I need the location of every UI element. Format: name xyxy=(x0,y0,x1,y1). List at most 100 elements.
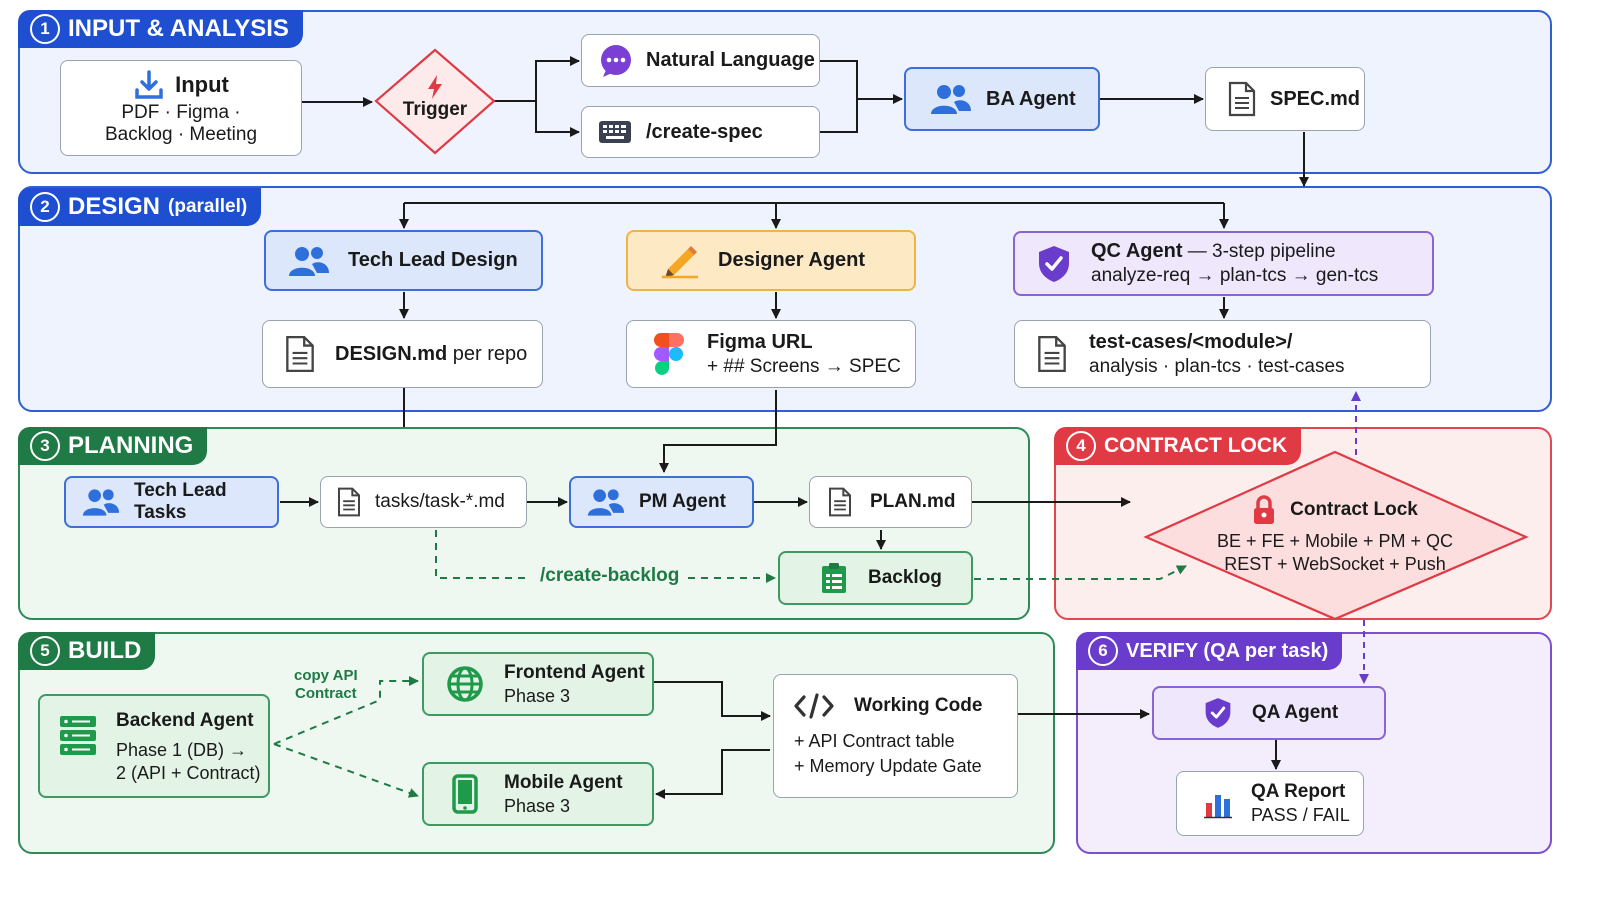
frontend-agent-node[interactable]: Frontend Agent Phase 3 xyxy=(422,652,654,716)
test-cases-title: test-cases/<module>/ xyxy=(1089,330,1293,353)
pm-agent-label: PM Agent xyxy=(639,491,726,512)
lightning-icon xyxy=(426,75,444,99)
qa-agent-label: QA Agent xyxy=(1252,702,1339,723)
section-number: 5 xyxy=(30,636,60,666)
create-backlog-label: /create-backlog xyxy=(540,565,680,586)
clipboard-list-icon xyxy=(820,562,848,594)
spec-md-node[interactable]: SPEC.md xyxy=(1205,67,1365,131)
qc-agent-pipeline: analyze-req → plan-tcs → gen-tcs xyxy=(1091,265,1379,286)
contract-lock-line-1: BE + FE + Mobile + PM + QC xyxy=(1216,531,1454,551)
tasks-md-node[interactable]: tasks/task-*.md xyxy=(320,476,527,528)
contract-lock-node[interactable]: Contract Lock BE + FE + Mobile + PM + QC… xyxy=(1190,490,1480,580)
section-title: INPUT & ANALYSIS xyxy=(68,15,289,42)
shield-check-icon xyxy=(1037,245,1071,283)
backend-agent-phase-1: Phase 1 (DB) → xyxy=(116,740,248,760)
frontend-agent-title: Frontend Agent xyxy=(504,661,645,683)
arrow-trigger-createspec xyxy=(535,101,580,137)
section-title: DESIGN xyxy=(68,193,161,220)
backlog-label: Backlog xyxy=(868,567,942,588)
bar-chart-icon xyxy=(1203,789,1233,819)
arrow-figma-pm xyxy=(659,390,777,473)
lock-icon xyxy=(1252,495,1276,525)
mobile-agent-node[interactable]: Mobile Agent Phase 3 xyxy=(422,762,654,826)
qa-report-title: QA Report xyxy=(1251,781,1346,802)
pm-agent-node[interactable]: PM Agent xyxy=(569,476,754,528)
section-title-build: 5 BUILD xyxy=(18,632,156,670)
copy-api-label: copy API Contract xyxy=(294,667,358,703)
section-title: PLANNING xyxy=(68,432,194,459)
tasks-md-label: tasks/task-*.md xyxy=(375,491,505,512)
figma-url-title: Figma URL xyxy=(707,330,813,353)
section-subtitle: (parallel) xyxy=(168,196,248,217)
create-spec-node[interactable]: /create-spec xyxy=(581,106,820,158)
document-icon xyxy=(285,335,315,373)
figma-url-node[interactable]: Figma URL + ## Screens → SPEC xyxy=(626,320,916,388)
document-icon xyxy=(337,487,361,517)
input-line-1: PDF · Figma · xyxy=(121,102,241,123)
section-number: 2 xyxy=(30,192,60,222)
keyboard-icon xyxy=(598,120,632,144)
section-title-verify: 6 VERIFY (QA per task) xyxy=(1076,632,1343,670)
section-title-planning: 3 PLANNING xyxy=(18,427,208,465)
figma-icon xyxy=(653,332,685,376)
ba-agent-node[interactable]: BA Agent xyxy=(904,67,1100,131)
qc-agent-node[interactable]: QC Agent — 3-step pipeline analyze-req →… xyxy=(1013,231,1434,296)
users-icon xyxy=(82,487,120,517)
mobile-agent-phase: Phase 3 xyxy=(504,795,571,816)
qc-agent-suffix: — 3-step pipeline xyxy=(1182,241,1336,262)
contract-lock-title: Contract Lock xyxy=(1290,499,1418,520)
contract-lock-line-2: REST + WebSocket + Push xyxy=(1224,554,1446,574)
input-title: Input xyxy=(175,72,229,97)
globe-icon xyxy=(446,665,484,703)
qa-agent-node[interactable]: QA Agent xyxy=(1152,686,1386,740)
section-title: CONTRACT LOCK xyxy=(1104,434,1288,457)
natural-language-label: Natural Language xyxy=(646,49,815,71)
design-md-suffix: per repo xyxy=(447,342,528,365)
arrow-natural-ba xyxy=(820,60,903,104)
create-spec-label: /create-spec xyxy=(646,120,763,143)
tech-lead-tasks-node[interactable]: Tech Lead Tasks xyxy=(64,476,279,528)
working-code-title: Working Code xyxy=(854,695,983,716)
users-icon xyxy=(587,487,625,517)
qa-report-status: PASS / FAIL xyxy=(1251,805,1350,825)
arrow-createspec-ba xyxy=(820,99,858,133)
pencil-icon xyxy=(660,243,700,279)
document-icon xyxy=(1037,335,1067,373)
plan-md-node[interactable]: PLAN.md xyxy=(809,476,972,528)
test-cases-node[interactable]: test-cases/<module>/ analysis · plan-tcs… xyxy=(1014,320,1431,388)
designer-agent-label: Designer Agent xyxy=(718,249,866,271)
natural-language-node[interactable]: Natural Language xyxy=(581,34,820,87)
document-icon xyxy=(1228,81,1256,117)
backend-agent-node[interactable]: Backend Agent Phase 1 (DB) → 2 (API + Co… xyxy=(38,694,270,798)
users-icon xyxy=(288,245,330,277)
tech-lead-design-node[interactable]: Tech Lead Design xyxy=(264,230,543,291)
qa-report-node[interactable]: QA Report PASS / FAIL xyxy=(1176,771,1364,836)
section-number: 1 xyxy=(30,14,60,44)
backend-agent-title: Backend Agent xyxy=(116,710,254,731)
working-code-node[interactable]: Working Code + API Contract table + Memo… xyxy=(773,674,1018,798)
input-node[interactable]: Input PDF · Figma · Backlog · Meeting xyxy=(60,60,302,156)
figma-url-detail: + ## Screens → SPEC xyxy=(707,355,901,377)
designer-agent-node[interactable]: Designer Agent xyxy=(626,230,916,291)
trigger-diamond xyxy=(374,48,496,155)
users-icon xyxy=(930,83,972,115)
input-line-2: Backlog · Meeting xyxy=(104,124,258,145)
section-title-contract-lock: 4 CONTRACT LOCK xyxy=(1054,427,1302,465)
mobile-phone-icon xyxy=(452,774,478,814)
section-number: 3 xyxy=(30,431,60,461)
design-md-node[interactable]: DESIGN.md per repo xyxy=(262,320,543,388)
download-icon xyxy=(133,70,165,100)
trigger-node[interactable]: Trigger xyxy=(386,66,484,130)
arrow-working-mobile xyxy=(655,749,770,799)
section-title-design: 2 DESIGN (parallel) xyxy=(18,188,262,226)
contract-lock-diamond xyxy=(1143,450,1529,621)
dashed-backlog-contract xyxy=(974,565,1187,580)
design-md-title: DESIGN.md xyxy=(335,342,448,365)
section-title: VERIFY (QA per task) xyxy=(1126,640,1329,662)
tech-lead-design-label: Tech Lead Design xyxy=(348,249,518,271)
document-icon xyxy=(828,487,852,517)
backlog-node[interactable]: Backlog xyxy=(778,551,973,605)
code-icon xyxy=(794,693,834,719)
section-title-input-analysis: 1 INPUT & ANALYSIS xyxy=(18,10,303,48)
